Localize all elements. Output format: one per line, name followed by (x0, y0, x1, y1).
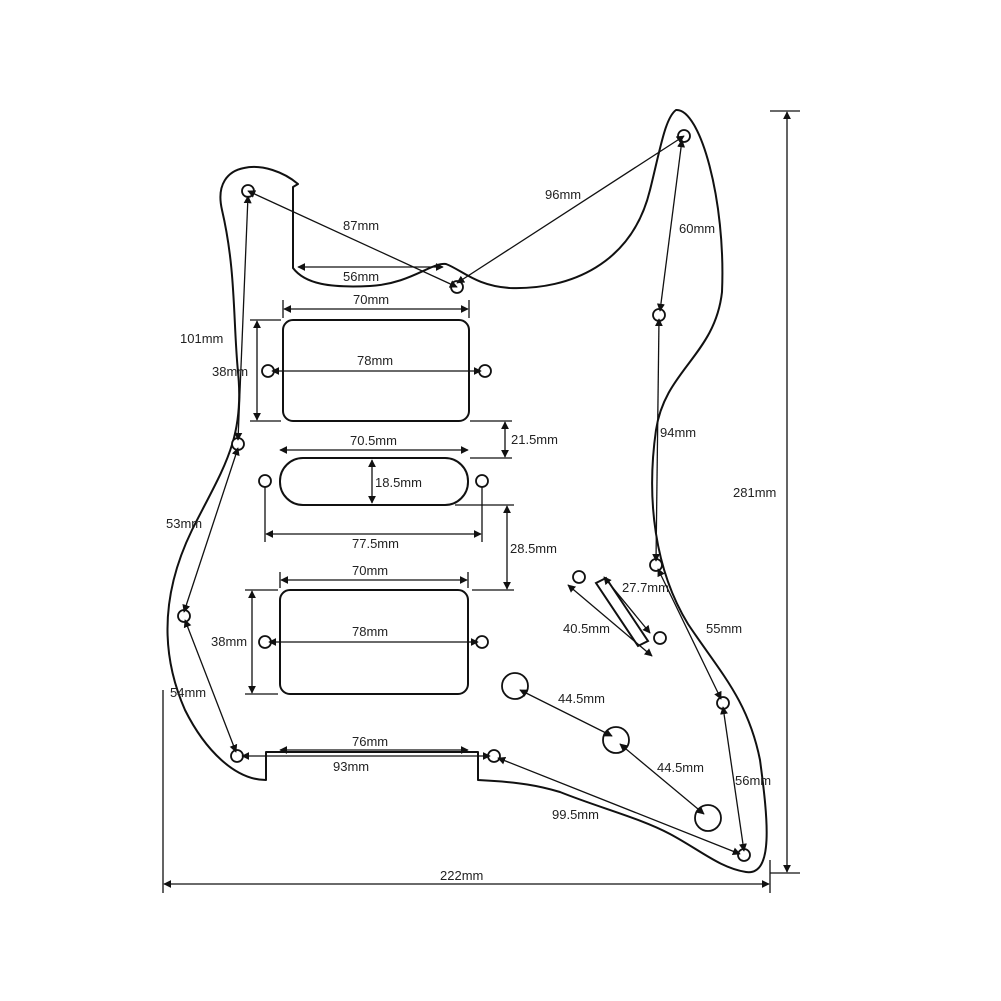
pickguard-outline (166, 108, 768, 874)
dim-label: 55mm (706, 621, 742, 636)
dim-label: 56mm (343, 269, 379, 284)
middle-single-coil-cutout (279, 457, 469, 506)
dim-label: 44.5mm (657, 760, 704, 775)
dim-label: 53mm (166, 516, 202, 531)
pickup-mount-hole (258, 474, 272, 488)
dim-label: 87mm (343, 218, 379, 233)
dim-label: 94mm (660, 425, 696, 440)
pot-hole (501, 672, 529, 700)
dim-label: 99.5mm (552, 807, 599, 822)
pot-hole (694, 804, 722, 832)
dim-label: 96mm (545, 187, 581, 202)
dim-label: 222mm (440, 868, 483, 883)
dim-label: 70mm (352, 563, 388, 578)
dim-label: 101mm (180, 331, 223, 346)
pot-hole (602, 726, 630, 754)
dim-label: 44.5mm (558, 691, 605, 706)
dim-label: 28.5mm (510, 541, 557, 556)
dim-label: 78mm (357, 353, 393, 368)
dim-label: 40.5mm (563, 621, 610, 636)
switch-screw-hole (653, 631, 667, 645)
dim-label: 54mm (170, 685, 206, 700)
dim-label: 70.5mm (350, 433, 397, 448)
dim-label: 281mm (733, 485, 776, 500)
dimension-lines (162, 110, 800, 893)
dim-label: 56mm (735, 773, 771, 788)
dim-label: 60mm (679, 221, 715, 236)
dim-label: 27.7mm (622, 580, 669, 595)
switch-screw-hole (572, 570, 586, 584)
dim-label: 76mm (352, 734, 388, 749)
screw-hole (230, 749, 244, 763)
dim-label: 38mm (211, 634, 247, 649)
pickup-mount-hole (475, 474, 489, 488)
dim-label: 78mm (352, 624, 388, 639)
dim-label: 77.5mm (352, 536, 399, 551)
dim-label: 18.5mm (375, 475, 422, 490)
dim-label: 21.5mm (511, 432, 558, 447)
dim-label: 93mm (333, 759, 369, 774)
dim-label: 38mm (212, 364, 248, 379)
dim-label: 70mm (353, 292, 389, 307)
